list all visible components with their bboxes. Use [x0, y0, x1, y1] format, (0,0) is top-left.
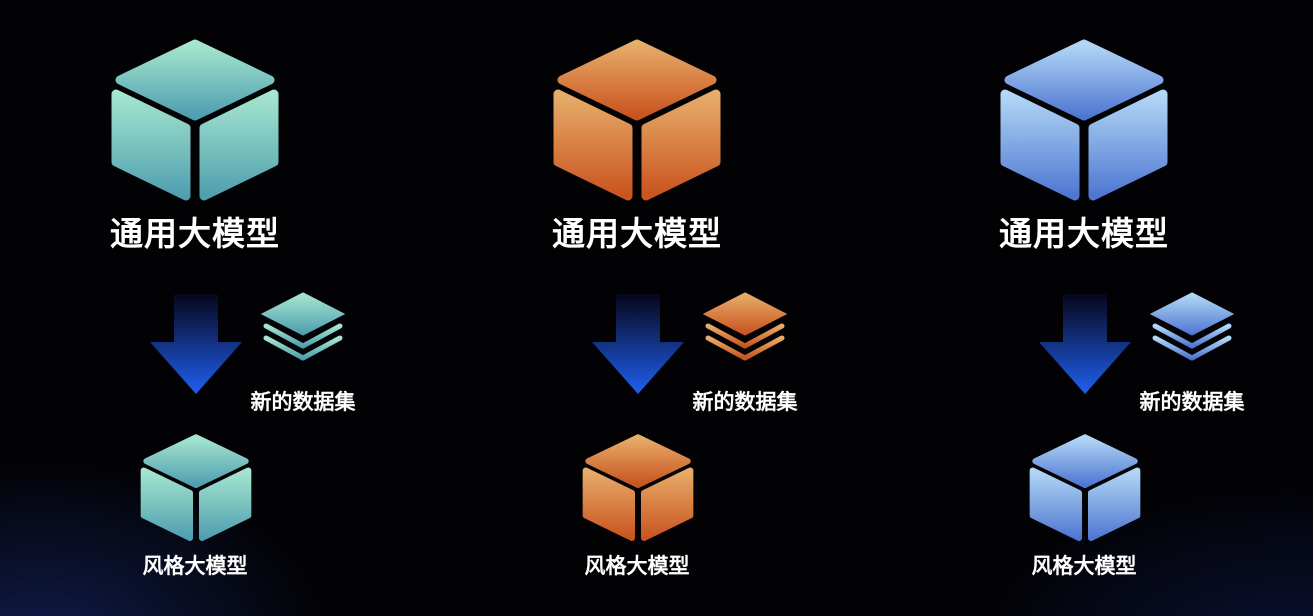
style-model-cube-icon: [582, 434, 694, 542]
cube-left-face: [140, 467, 194, 542]
cube-top-face: [115, 39, 275, 121]
arrow-down-icon: [592, 294, 684, 394]
general-model-title: 通用大模型: [552, 214, 722, 253]
style-model-cube-icon: [140, 434, 252, 542]
general-model-cube-icon: [111, 39, 279, 201]
style-model-title: 风格大模型: [1031, 554, 1137, 578]
layer-bottom: [263, 335, 343, 361]
cube-top-face: [557, 39, 717, 121]
cube-top-face: [585, 434, 691, 488]
cube-left-face: [1029, 467, 1083, 542]
cube-left-face: [111, 89, 191, 201]
cube-right-face: [198, 467, 252, 542]
cube-top-face: [143, 434, 249, 488]
arrow-shape: [592, 294, 684, 394]
style-model-title: 风格大模型: [142, 554, 248, 578]
arrow-shape: [150, 294, 242, 394]
cube-right-face: [640, 467, 694, 542]
dataset-layers-icon: [260, 292, 346, 361]
layer-top: [702, 292, 788, 336]
cube-top-face: [1004, 39, 1164, 121]
general-model-title: 通用大模型: [999, 214, 1169, 253]
model-column-1: 通用大模型 新的数据集 风格大模型: [0, 0, 400, 616]
cube-top-face: [1032, 434, 1138, 488]
cube-right-face: [1088, 89, 1168, 201]
style-model-cube-icon: [1029, 434, 1141, 542]
cube-right-face: [199, 89, 279, 201]
style-model-title: 风格大模型: [584, 554, 690, 578]
cube-right-face: [641, 89, 721, 201]
cube-left-face: [553, 89, 633, 201]
dataset-label: 新的数据集: [1139, 390, 1245, 414]
layer-top: [260, 292, 346, 336]
model-column-3: 通用大模型 新的数据集 风格大模型: [889, 0, 1289, 616]
layer-middle: [1152, 323, 1232, 349]
general-model-cube-icon: [1000, 39, 1168, 201]
general-model-title: 通用大模型: [110, 214, 280, 253]
layer-middle: [705, 323, 785, 349]
dataset-layers-icon: [1149, 292, 1235, 361]
dataset-label: 新的数据集: [692, 390, 798, 414]
cube-right-face: [1087, 467, 1141, 542]
model-column-2: 通用大模型 新的数据集 风格大模型: [442, 0, 842, 616]
dataset-layers-icon: [702, 292, 788, 361]
cube-left-face: [582, 467, 636, 542]
dataset-label: 新的数据集: [250, 390, 356, 414]
arrow-down-icon: [150, 294, 242, 394]
layer-bottom: [1152, 335, 1232, 361]
arrow-shape: [1039, 294, 1131, 394]
cube-left-face: [1000, 89, 1080, 201]
arrow-down-icon: [1039, 294, 1131, 394]
layer-top: [1149, 292, 1235, 336]
layer-bottom: [705, 335, 785, 361]
layer-middle: [263, 323, 343, 349]
general-model-cube-icon: [553, 39, 721, 201]
